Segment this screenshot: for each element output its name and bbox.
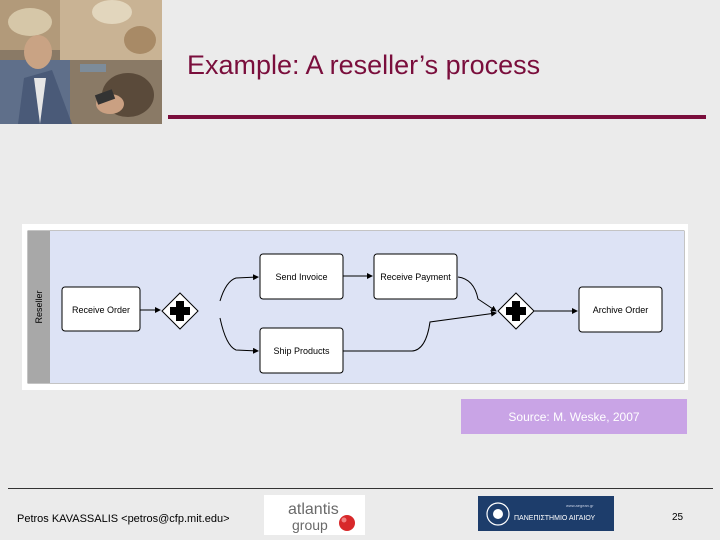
svg-text:group: group	[292, 517, 328, 533]
task-send-invoice: Send Invoice	[259, 253, 344, 300]
svg-text:Send Invoice: Send Invoice	[275, 272, 327, 282]
task-receive-order: Receive Order	[61, 286, 141, 332]
atlantis-logo: atlantis group	[264, 495, 365, 535]
process-diagram: Reseller Receive Order Send Invoice Rece…	[22, 224, 688, 390]
slide-title: Example: A reseller’s process	[187, 50, 541, 80]
page-number: 25	[672, 512, 684, 523]
task-archive-order: Archive Order	[578, 286, 663, 333]
lane-header	[28, 231, 50, 383]
footer-author: Petros KAVASSALIS <petros@cfp.mit.edu>	[17, 513, 230, 525]
task-receive-payment: Receive Payment	[373, 253, 458, 300]
svg-text:Receive Order: Receive Order	[72, 305, 130, 315]
task-ship-products: Ship Products	[259, 327, 344, 374]
university-logo: ΠΑΝΕΠΙΣΤΗΜΙΟ ΑΙΓΑΙΟΥ www.aegean.gr	[478, 496, 614, 531]
svg-text:www.aegean.gr: www.aegean.gr	[566, 503, 594, 508]
parallel-join-gateway	[497, 292, 535, 330]
header-photo	[0, 0, 162, 124]
sequence-flows	[140, 273, 578, 354]
parallel-split-gateway	[161, 292, 199, 330]
lane-label: Reseller	[34, 290, 44, 323]
source-caption: Source: M. Weske, 2007	[461, 399, 687, 434]
svg-text:Archive Order: Archive Order	[593, 305, 649, 315]
title-underline	[168, 115, 706, 119]
footer-divider	[8, 488, 713, 489]
svg-text:ΠΑΝΕΠΙΣΤΗΜΙΟ ΑΙΓΑΙΟΥ: ΠΑΝΕΠΙΣΤΗΜΙΟ ΑΙΓΑΙΟΥ	[514, 515, 596, 522]
svg-text:Ship Products: Ship Products	[273, 346, 330, 356]
svg-text:Receive Payment: Receive Payment	[380, 272, 451, 282]
svg-text:atlantis: atlantis	[288, 501, 339, 518]
